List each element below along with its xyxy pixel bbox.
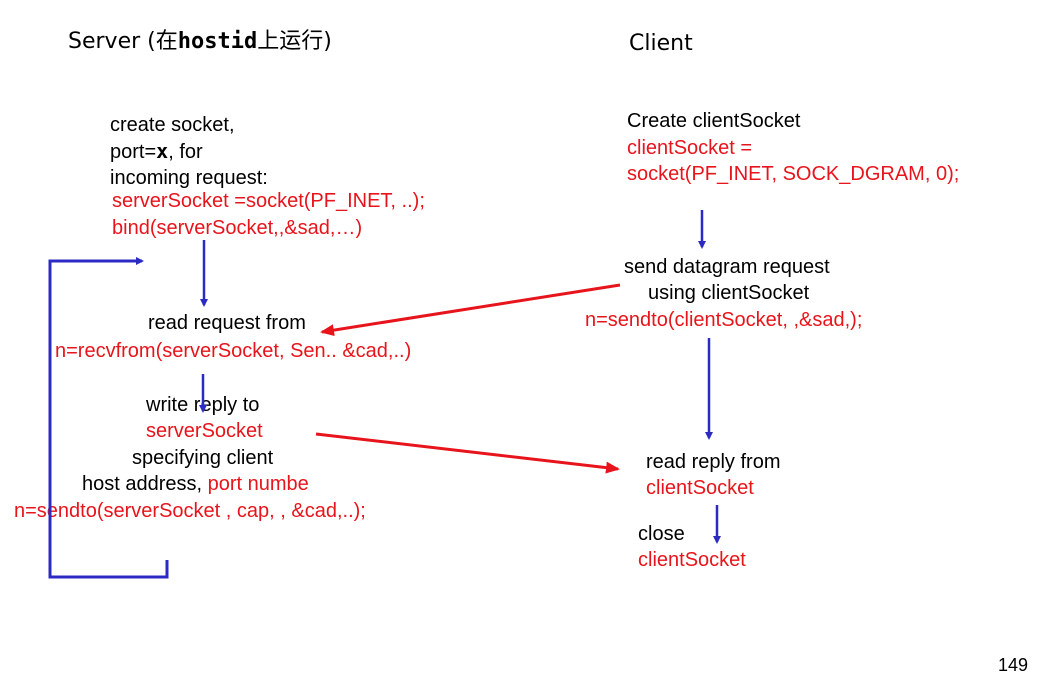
client-close-line1: close <box>638 523 685 545</box>
server-write-line2: specifying client <box>132 447 274 469</box>
server-write-line3: host address, port numbe <box>82 471 309 497</box>
client-send-line1: send datagram request <box>624 256 830 278</box>
client-read-code1: clientSocket <box>646 477 754 499</box>
client-create-code2: socket(PF_INET, SOCK_DGRAM, 0); <box>627 163 960 185</box>
server-write-port-number: port numbe <box>207 473 309 495</box>
server-write-host-address: host address, <box>82 473 208 495</box>
server-create-code1: serverSocket =socket(PF_INET, ..); <box>112 190 425 212</box>
request-message-arrow <box>320 283 621 337</box>
server-write-code2: n=sendto(serverSocket , cap, , &cad,..); <box>14 500 366 522</box>
client-read-line1: read reply from <box>646 451 781 473</box>
server-loop-line <box>48 257 169 579</box>
server-create-line2: port=x, for <box>110 138 203 165</box>
client-create-code1: clientSocket = <box>627 137 753 159</box>
reply-message-arrow <box>315 432 620 474</box>
server-header-suffix: 上运行) <box>257 29 332 54</box>
server-create-line1: create socket, <box>110 114 235 136</box>
server-create-port-label: port= <box>110 141 157 163</box>
client-send-line2: using clientSocket <box>648 282 810 304</box>
client-create-line1: Create clientSocket <box>627 110 801 132</box>
server-header-host: hostid <box>177 29 258 54</box>
server-header: Server (在hostid上运行) <box>68 28 332 56</box>
client-send-code1: n=sendto(clientSocket, ,&sad,); <box>585 309 863 331</box>
server-write-code1: serverSocket <box>146 420 263 442</box>
server-create-for: , for <box>168 141 203 163</box>
server-read-line1: read request from <box>148 312 306 334</box>
server-header-prefix: Server (在 <box>68 29 178 54</box>
server-create-port-var: x <box>156 139 169 163</box>
client-header: Client <box>629 31 693 56</box>
client-close-code1: clientSocket <box>638 549 746 571</box>
page-number: 149 <box>998 655 1029 675</box>
server-read-code1: n=recvfrom(serverSocket, Sen.. &cad,..) <box>55 340 412 362</box>
server-create-code2: bind(serverSocket,,&sad,…) <box>112 217 363 239</box>
server-create-line3: incoming request: <box>110 167 268 189</box>
